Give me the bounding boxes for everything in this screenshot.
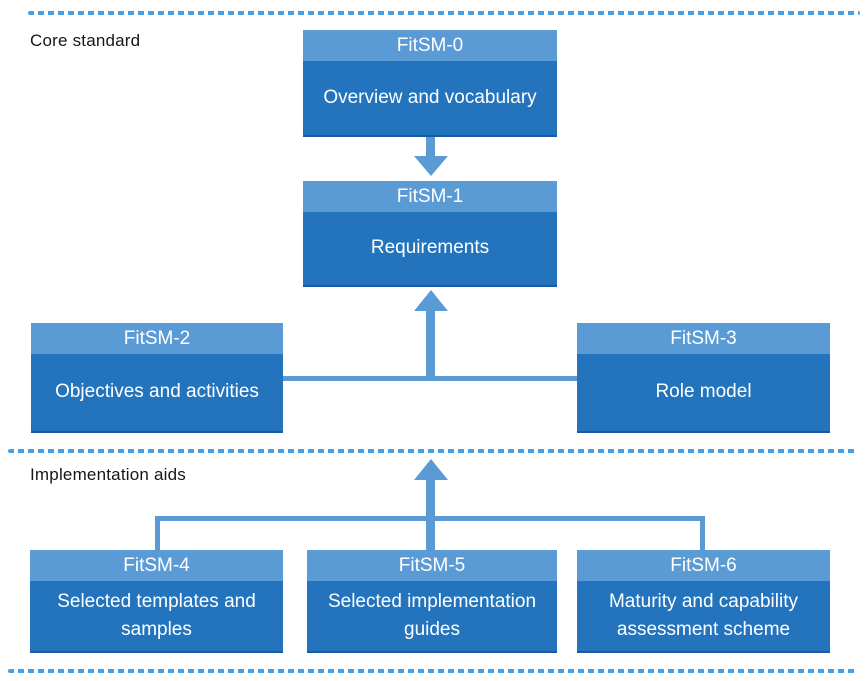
box-fitsm-1-body: Requirements xyxy=(303,212,557,285)
box-fitsm-3-body: Role model xyxy=(577,354,830,431)
box-fitsm-5-title: FitSM-5 xyxy=(307,550,557,581)
box-fitsm-5: FitSM-5 Selected implementation guides xyxy=(307,550,557,653)
box-fitsm-4-title: FitSM-4 xyxy=(30,550,283,581)
arrow-up-core-shaft xyxy=(426,308,435,381)
arrow-up-implementation-shaft xyxy=(426,478,435,550)
box-fitsm-1: FitSM-1 Requirements xyxy=(303,181,557,287)
arrow-up-icon xyxy=(414,290,448,311)
box-fitsm-6-body: Maturity and capability assessment schem… xyxy=(577,581,830,651)
box-fitsm-4: FitSM-4 Selected templates and samples xyxy=(30,550,283,653)
arrow-up-icon xyxy=(414,459,448,480)
box-fitsm-0-title: FitSM-0 xyxy=(303,30,557,61)
box-fitsm-2-title: FitSM-2 xyxy=(31,323,283,354)
box-fitsm-2-body: Objectives and activities xyxy=(31,354,283,431)
arrow-down-shaft xyxy=(426,137,435,157)
connector-stub-fitsm-4 xyxy=(155,516,160,550)
section-label-core-standard: Core standard xyxy=(30,31,141,50)
dashed-separator-bottom xyxy=(8,669,857,673)
box-fitsm-6: FitSM-6 Maturity and capability assessme… xyxy=(577,550,830,653)
box-fitsm-3-title: FitSM-3 xyxy=(577,323,830,354)
box-fitsm-5-body: Selected implementation guides xyxy=(307,581,557,651)
box-fitsm-2: FitSM-2 Objectives and activities xyxy=(31,323,283,433)
box-fitsm-1-title: FitSM-1 xyxy=(303,181,557,212)
dashed-separator-middle xyxy=(8,449,857,453)
dashed-separator-top xyxy=(28,11,860,15)
box-fitsm-6-title: FitSM-6 xyxy=(577,550,830,581)
arrow-down-icon xyxy=(414,156,448,176)
box-fitsm-4-body: Selected templates and samples xyxy=(30,581,283,651)
box-fitsm-0: FitSM-0 Overview and vocabulary xyxy=(303,30,557,137)
section-label-implementation-aids: Implementation aids xyxy=(30,465,186,484)
connector-stub-fitsm-6 xyxy=(700,516,705,550)
box-fitsm-0-body: Overview and vocabulary xyxy=(303,61,557,135)
box-fitsm-3: FitSM-3 Role model xyxy=(577,323,830,433)
